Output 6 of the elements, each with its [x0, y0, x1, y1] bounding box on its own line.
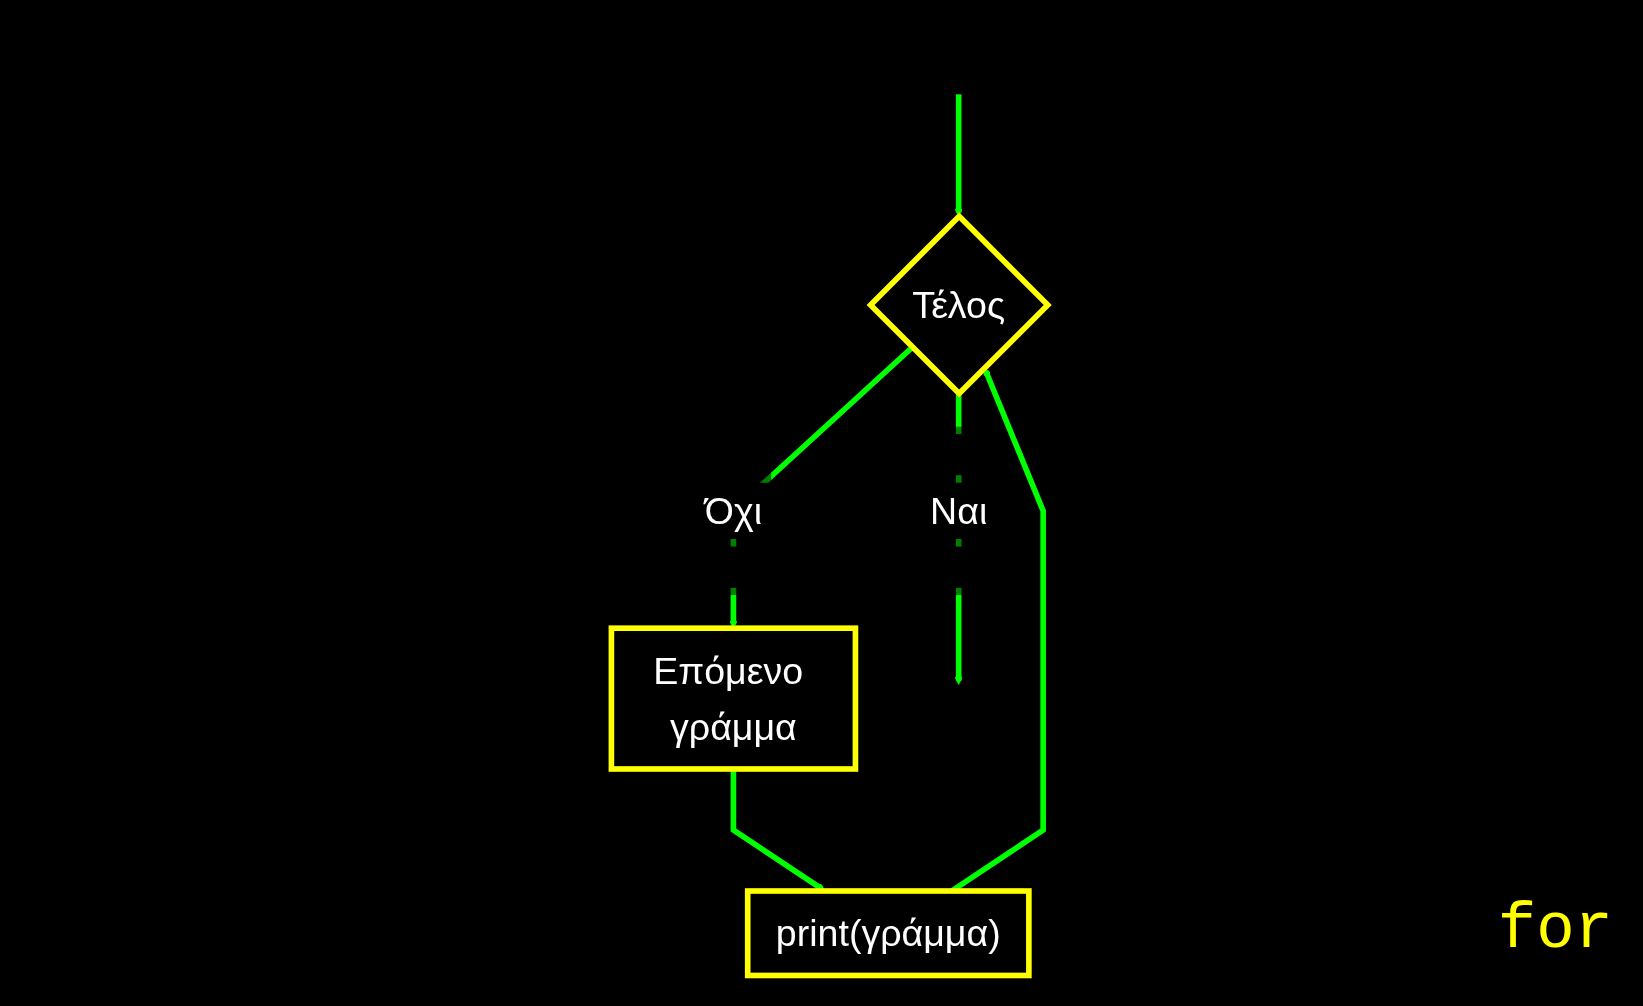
- edge-label: Όχι: [705, 490, 763, 532]
- node-box: Επόμενο γράμμα: [608, 625, 859, 772]
- node-diamond: Τέλος: [866, 212, 1053, 398]
- code-keyword: for: [1497, 894, 1613, 966]
- edge-label: Ναι: [930, 490, 988, 532]
- node-box: print(γράμμα): [745, 888, 1033, 979]
